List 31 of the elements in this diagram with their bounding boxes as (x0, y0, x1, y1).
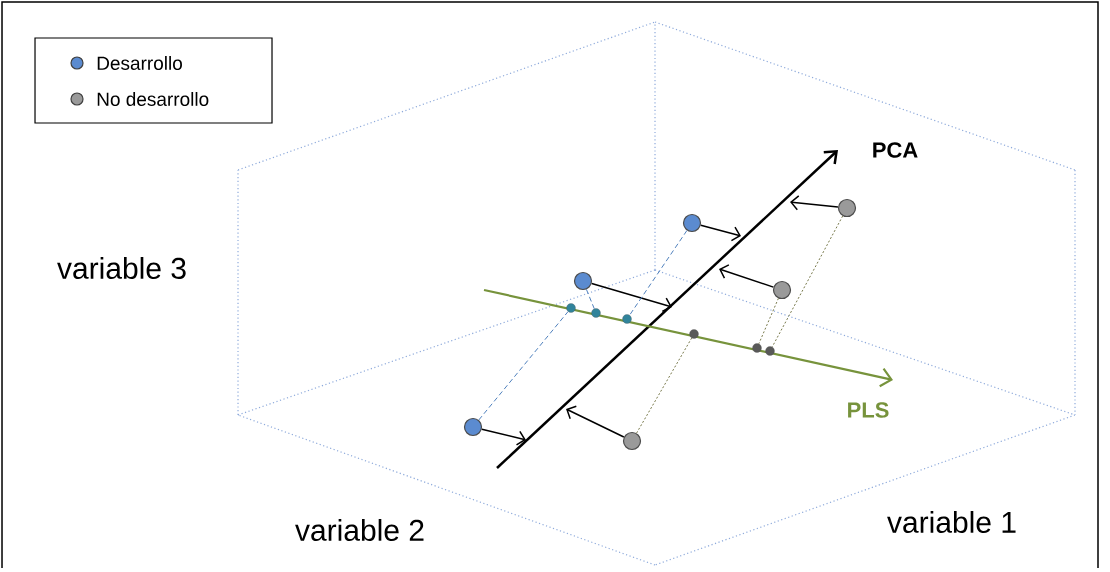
data-point (837, 198, 857, 218)
variable-label: variable 1 (887, 511, 1016, 533)
legend-label: No desarrollo (97, 92, 209, 106)
projected-point (622, 314, 632, 324)
axis-label: PLS (848, 402, 889, 418)
data-point (622, 431, 642, 451)
axis-label: PCA (873, 142, 918, 158)
projected-point (591, 308, 601, 318)
data-point (682, 213, 702, 233)
legend-label: Desarrollo (97, 56, 182, 70)
data-point (463, 417, 483, 437)
projected-point (765, 346, 775, 356)
projection-line (758, 297, 779, 345)
projection-line (478, 311, 569, 421)
projected-point (752, 343, 762, 353)
projected-point (566, 303, 576, 313)
arrow (566, 405, 625, 438)
arrow (719, 264, 775, 288)
projection-line (585, 288, 595, 310)
data-point (573, 271, 593, 291)
arrow (790, 195, 839, 211)
arrow (591, 282, 672, 313)
variable-label: variable 2 (295, 519, 424, 541)
projected-point (689, 329, 699, 339)
projection-line (771, 215, 844, 348)
projection-line (636, 337, 693, 434)
data-point (772, 280, 792, 300)
arrow (700, 224, 741, 242)
arrow (481, 428, 526, 446)
projection-line (629, 230, 688, 316)
variable-label: variable 3 (57, 257, 186, 279)
